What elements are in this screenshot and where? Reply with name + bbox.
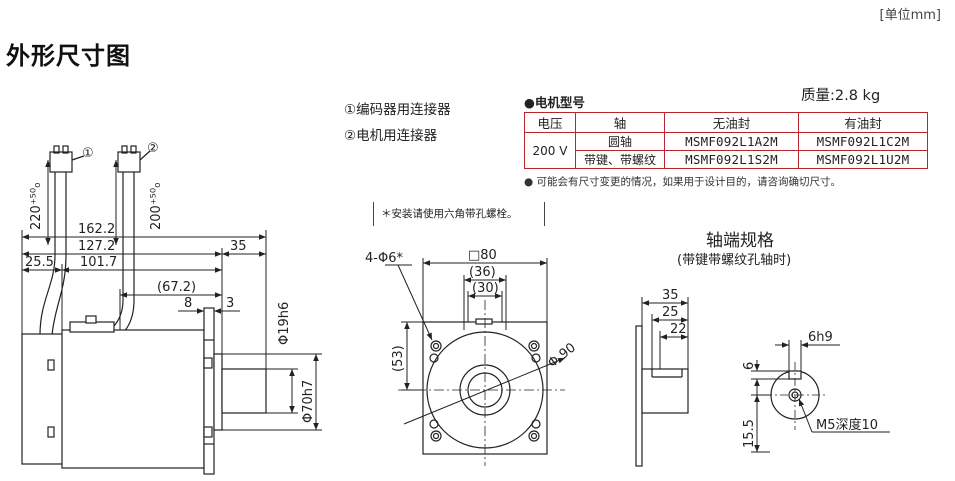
shaft-end-title: 轴端规格 bbox=[706, 231, 774, 251]
lead2-dim: 200⁺⁵⁰₀ bbox=[149, 183, 164, 230]
model-table: 电压 轴 无油封 有油封 200 V 圆轴 MSMF092L1A2M MSMF0… bbox=[524, 112, 928, 169]
shaft-dim-6: 6 bbox=[742, 362, 757, 370]
motor-connector-icon bbox=[117, 145, 141, 190]
shaft-end-subtitle: (带键带螺纹孔轴时) bbox=[677, 253, 792, 268]
cell-model: MSMF092L1U2M bbox=[798, 150, 928, 169]
encoder-connector-legend: ①编码器用连接器 bbox=[344, 102, 451, 118]
side-view bbox=[21, 145, 322, 475]
unit-label: [单位mm] bbox=[879, 8, 941, 23]
dim-25: 25.5 bbox=[25, 255, 54, 270]
mark-1-label: ① bbox=[82, 146, 94, 161]
mounting-hole bbox=[528, 340, 540, 352]
thread-dim: M5深度10 bbox=[816, 417, 878, 433]
col-voltage: 电压 bbox=[524, 112, 576, 133]
dim-53: (53) bbox=[391, 345, 406, 372]
shaft-dim-35: 35 bbox=[662, 288, 679, 303]
dim-67: (67.2) bbox=[157, 280, 196, 295]
dim-36: (36) bbox=[469, 265, 496, 280]
table-header-row: 电压 轴 无油封 有油封 bbox=[524, 112, 928, 133]
model-heading: ●电机型号 bbox=[524, 95, 585, 110]
dim-3: 3 bbox=[226, 296, 234, 311]
dim-phi19: Φ19h6 bbox=[277, 302, 292, 345]
shaft-dim-22: 22 bbox=[670, 322, 687, 337]
key-dim: 6h9 bbox=[808, 330, 833, 345]
holes-dim: 4-Φ6* bbox=[365, 251, 403, 266]
encoder-connector-icon bbox=[49, 145, 73, 190]
mass-label: 质量:2.8 kg bbox=[801, 88, 881, 104]
front-view bbox=[385, 258, 566, 466]
cell-model: MSMF092L1A2M bbox=[664, 132, 799, 151]
cell-model: MSMF092L1S2M bbox=[664, 150, 799, 169]
shaft-dim-15: 15.5 bbox=[742, 419, 757, 448]
install-note: ＊安装请使用六角带孔螺栓。 bbox=[373, 202, 545, 226]
mark-2-label: ② bbox=[147, 141, 159, 156]
dim-phi90: Φ 90 bbox=[545, 340, 579, 371]
dim-162: 162.2 bbox=[78, 222, 115, 237]
dim-127: 127.2 bbox=[78, 239, 115, 254]
dim-35: 35 bbox=[230, 239, 247, 254]
table-note: ● 可能会有尺寸变更的情况，如果用于设计目的，请咨询确切尺寸。 bbox=[524, 176, 841, 188]
table-row: 200 V 圆轴 MSMF092L1A2M MSMF092L1C2M bbox=[524, 132, 928, 169]
motor-connector-legend: ②电机用连接器 bbox=[344, 128, 438, 144]
dim-101: 101.7 bbox=[80, 255, 117, 270]
shaft-dim-25: 25 bbox=[662, 305, 679, 320]
mounting-hole bbox=[430, 430, 442, 442]
lead1-dim: 220⁺⁵⁰₀ bbox=[29, 183, 44, 230]
dim-8: 8 bbox=[184, 296, 192, 311]
page-title: 外形尺寸图 bbox=[6, 42, 131, 70]
mounting-hole bbox=[528, 430, 540, 442]
cell-model: MSMF092L1C2M bbox=[798, 132, 928, 151]
dim-sq80: □80 bbox=[468, 248, 497, 263]
dim-phi70: Φ70h7 bbox=[301, 380, 316, 423]
dim-30: (30) bbox=[472, 281, 499, 296]
mounting-hole bbox=[430, 340, 442, 352]
table-row: 带键、带螺纹 MSMF092L1S2M MSMF092L1U2M bbox=[525, 150, 928, 169]
shaft-end-view bbox=[635, 297, 890, 467]
